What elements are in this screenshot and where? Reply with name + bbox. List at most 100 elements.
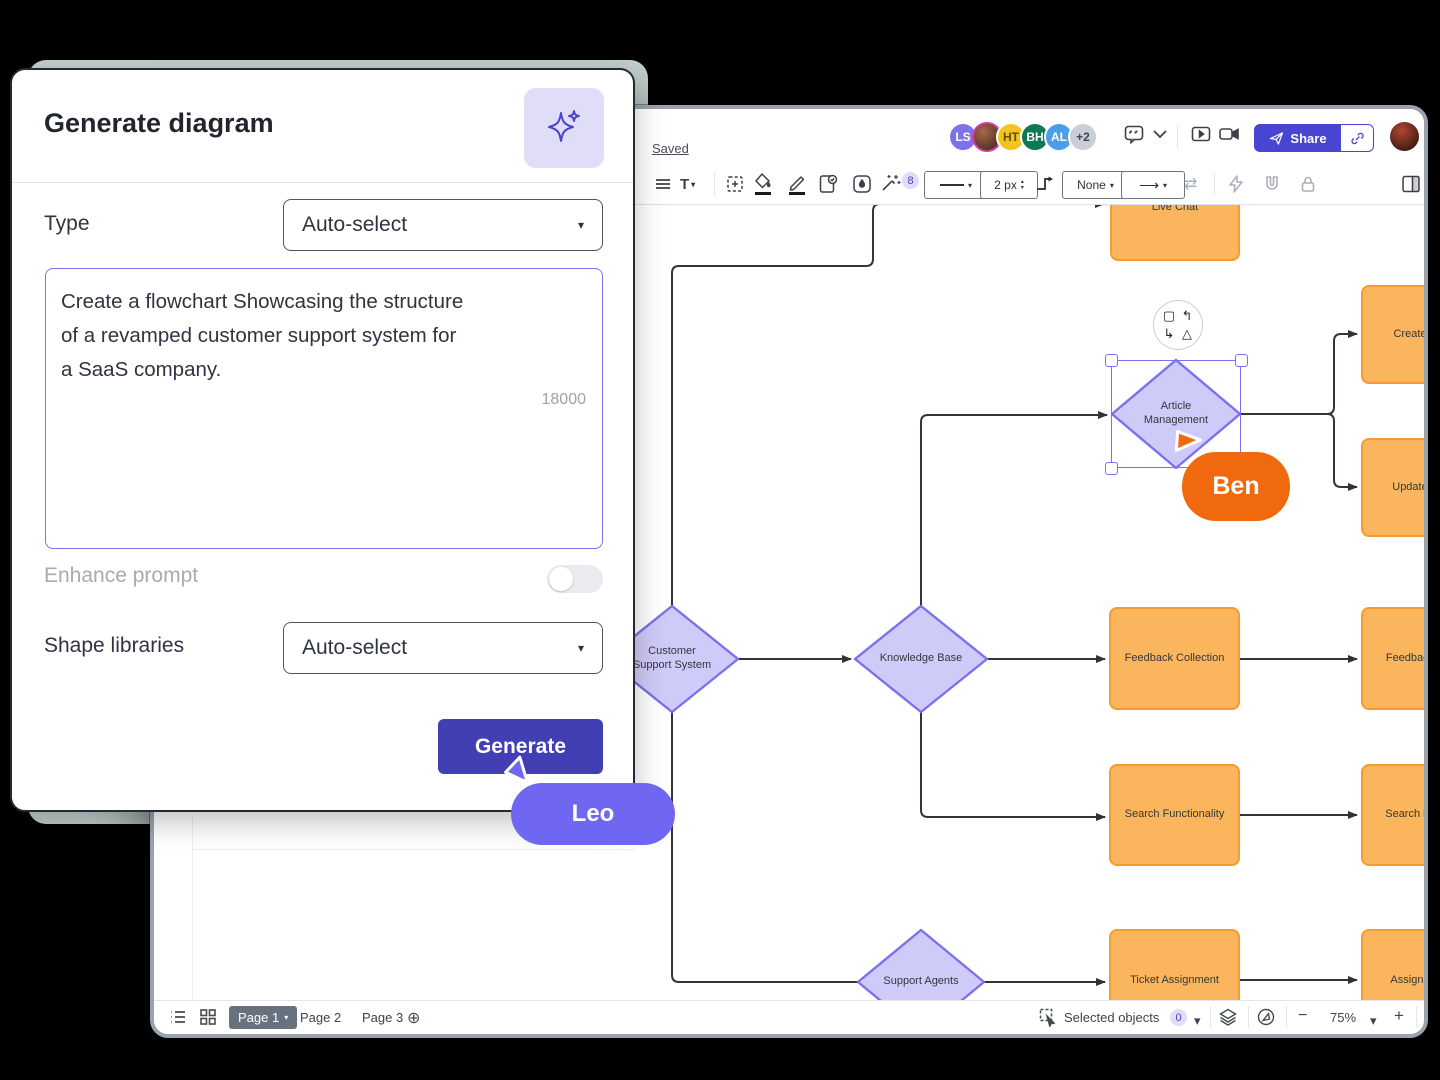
magic-wand-icon[interactable] (879, 171, 903, 197)
canvas-guide-line (192, 849, 636, 850)
selected-objects-caret[interactable]: ▾ (1194, 1013, 1201, 1028)
tab-page-2[interactable]: Page 2 (291, 1006, 350, 1029)
canvas-guide-line (192, 816, 193, 1011)
flow-node-feedback-2[interactable]: Feedback (1361, 607, 1424, 710)
widget-glyph: ↰ (1181, 308, 1193, 323)
comments-icon[interactable] (1123, 123, 1145, 145)
dialog-title: Generate diagram (44, 108, 274, 138)
node-label: Search Functionality (1124, 808, 1225, 821)
sparkle-badge (524, 88, 604, 168)
plus-circle-icon: ⊕ (407, 1010, 421, 1027)
fill-color-button[interactable] (752, 171, 774, 197)
connector-9[interactable] (1240, 413, 1358, 491)
selection-handle-2[interactable] (1104, 461, 1118, 475)
page-grid-icon[interactable] (198, 1007, 218, 1027)
text-style-button[interactable]: T ▾ (680, 171, 695, 197)
leo-name: Leo (571, 800, 615, 827)
connector-1[interactable] (671, 712, 858, 983)
type-value: Auto-select (302, 213, 408, 236)
page-list-icon[interactable] (168, 1007, 188, 1027)
flow-node-create[interactable]: Create (1361, 285, 1424, 384)
toggle-knob (549, 567, 573, 591)
arrow-style-select[interactable]: ⟶ ▾ (1121, 171, 1185, 199)
video-camera-icon[interactable] (1218, 123, 1240, 145)
selection-handle-1[interactable] (1234, 353, 1248, 367)
node-label: Feedback Collection (1124, 651, 1225, 664)
snap-grid-icon[interactable] (724, 171, 746, 197)
flow-node-article-management[interactable]: Article Management (1109, 357, 1243, 471)
layers-icon[interactable] (1218, 1007, 1238, 1027)
flow-node-search-functionality[interactable]: Search Functionality (1109, 764, 1240, 866)
elbow-connector-icon[interactable] (1034, 171, 1056, 197)
page-tab-label: Page 3 (362, 1010, 404, 1025)
page-tab-label: Page 1 (238, 1010, 280, 1025)
share-button-group: Share (1254, 124, 1374, 152)
selected-count: 0 (1175, 1011, 1182, 1024)
line-style-select[interactable]: ▾ (924, 171, 988, 199)
fullscreen-icon[interactable] (1424, 1007, 1428, 1027)
lightning-icon[interactable] (1226, 171, 1246, 197)
flow-node-knowledge-base[interactable]: Knowledge Base (852, 603, 990, 715)
flow-node-feedback-collection[interactable]: Feedback Collection (1109, 607, 1240, 710)
zoom-out-button[interactable]: − (1298, 1007, 1308, 1024)
divider (12, 182, 633, 183)
lock-icon[interactable] (1298, 171, 1318, 197)
select-objects-icon[interactable] (1038, 1007, 1058, 1027)
stepper-arrows-icon[interactable]: ▴▾ (1020, 179, 1024, 191)
avatar-+2[interactable]: +2 (1068, 122, 1098, 152)
line-width-stepper[interactable]: 2 px ▴▾ (980, 171, 1038, 199)
shape-libraries-select[interactable]: Auto-select ▾ (283, 622, 603, 674)
page-tab-label: Page 2 (300, 1010, 342, 1025)
theme-droplet-icon[interactable] (851, 171, 873, 197)
connector-0[interactable] (671, 200, 1105, 606)
right-panel-toggle-icon[interactable] (1400, 171, 1422, 197)
text-style-label: T (680, 175, 690, 193)
connector-3[interactable] (920, 411, 1108, 606)
curve-style-select[interactable]: None ▾ (1062, 171, 1129, 199)
ben-name: Ben (1212, 472, 1260, 500)
connector-5[interactable] (920, 712, 1106, 821)
tab-page-1[interactable]: Page 1▾ (229, 1006, 298, 1029)
annotate-icon[interactable] (1256, 1007, 1276, 1027)
text-align-icon[interactable] (652, 171, 674, 197)
prompt-textarea[interactable]: Create a flowchart Showcasing the struct… (45, 268, 603, 549)
zoom-level[interactable]: 75% (1330, 1010, 1357, 1025)
link-icon (1350, 132, 1364, 144)
node-label: Feedback (1385, 651, 1424, 664)
connector-8[interactable] (1240, 330, 1358, 415)
wand-count-badge: 8 (902, 172, 919, 189)
chevron-down-icon[interactable] (1151, 123, 1169, 145)
flow-node-update[interactable]: Update (1361, 438, 1424, 537)
shape-data-icon[interactable] (817, 171, 839, 197)
share-button[interactable]: Share (1255, 125, 1341, 151)
node-label: Assign t (1390, 973, 1428, 986)
reverse-connector-icon[interactable]: ⇄ (1184, 171, 1197, 197)
node-label: Article Management (1143, 400, 1209, 426)
selection-handle-0[interactable] (1104, 353, 1118, 367)
flow-node-search-by[interactable]: Search by (1361, 764, 1424, 866)
present-icon[interactable] (1190, 123, 1212, 145)
caret-icon: ▾ (577, 641, 584, 655)
magnet-icon[interactable] (1262, 171, 1282, 197)
divider (1214, 173, 1215, 195)
shape-suggestion-widget[interactable]: ▢↰↳△ (1153, 300, 1203, 350)
add-page-button[interactable]: ⊕ (407, 1008, 420, 1028)
copy-link-button[interactable] (1341, 125, 1373, 151)
enhance-prompt-toggle[interactable] (547, 565, 603, 593)
saved-status: Saved (652, 141, 689, 156)
zoom-caret[interactable]: ▾ (1370, 1013, 1377, 1028)
avatar-BH[interactable]: BH (1020, 122, 1050, 152)
selection-box[interactable] (1111, 360, 1241, 468)
node-label: Ticket Assignment (1130, 973, 1219, 986)
selected-objects-label: Selected objects (1064, 1010, 1160, 1025)
avatar-photo[interactable] (972, 122, 1002, 152)
paint-bucket-icon (755, 173, 771, 195)
line-color-button[interactable] (786, 171, 808, 197)
type-select[interactable]: Auto-select ▾ (283, 199, 603, 251)
user-avatar[interactable] (1390, 122, 1419, 151)
tab-page-3[interactable]: Page 3 (353, 1006, 412, 1029)
node-label: Search by (1385, 808, 1424, 821)
zoom-in-button[interactable]: + (1394, 1006, 1404, 1025)
